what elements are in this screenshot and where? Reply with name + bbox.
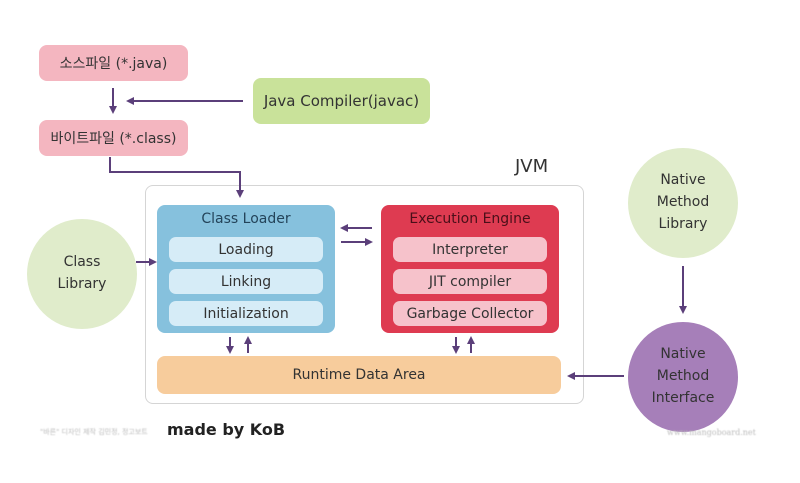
native-method-library-circle: Native Method Library (628, 148, 738, 258)
native-method-interface-circle: Native Method Interface (628, 322, 738, 432)
class-library-line1: Class (63, 254, 101, 271)
class-loader-panel: Class Loader Loading Linking Initializat… (157, 205, 335, 333)
native-method-interface-line1: Native (660, 346, 706, 363)
byte-file-box: 바이트파일 (*.class) (39, 120, 188, 156)
class-loader-step-linking: Linking (169, 269, 323, 294)
execution-engine-panel: Execution Engine Interpreter JIT compile… (381, 205, 559, 333)
class-loader-step-loading: Loading (169, 237, 323, 262)
site-watermark: www.mangoboard.net (667, 428, 756, 437)
class-library-circle: Class Library (27, 219, 137, 329)
native-method-interface-line2: Method (656, 368, 710, 385)
execution-engine-title: Execution Engine (409, 211, 531, 227)
native-method-library-line2: Method (656, 194, 710, 211)
native-method-interface-line3: Interface (651, 389, 715, 406)
execution-engine-interpreter: Interpreter (393, 237, 547, 262)
class-loader-title: Class Loader (201, 211, 291, 227)
class-library-line2: Library (57, 276, 107, 292)
source-file-box: 소스파일 (*.java) (39, 45, 188, 81)
class-loader-step-initialization: Initialization (169, 301, 323, 326)
jvm-label: JVM (515, 156, 549, 177)
native-method-library-line3: Library (658, 215, 708, 232)
credit-text: "바른" 디자인 제작 김민정, 정고보트 (40, 428, 148, 436)
runtime-data-area: Runtime Data Area (157, 356, 561, 394)
made-by-label: made by KoB (167, 420, 286, 439)
execution-engine-jit-compiler: JIT compiler (393, 269, 547, 294)
java-compiler-box: Java Compiler(javac) (253, 78, 430, 124)
byte-file-label: 바이트파일 (*.class) (50, 131, 177, 147)
native-method-library-line1: Native (660, 172, 706, 189)
java-compiler-label: Java Compiler(javac) (263, 92, 420, 110)
execution-engine-garbage-collector: Garbage Collector (393, 301, 547, 326)
source-file-label: 소스파일 (*.java) (59, 56, 168, 72)
